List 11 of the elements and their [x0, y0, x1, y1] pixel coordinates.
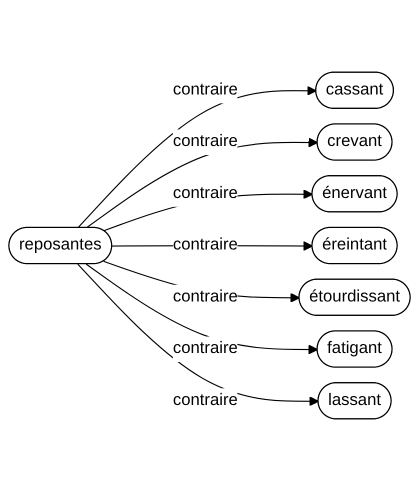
edge-label: contraire: [172, 132, 238, 151]
edge-label: contraire: [172, 338, 238, 358]
edge-label: contraire: [172, 80, 238, 99]
edge-label: contraire: [172, 235, 238, 254]
edge-label: contraire: [172, 183, 238, 202]
arrow: [77, 264, 320, 406]
arrow: [77, 86, 317, 228]
edge-label: contraire: [172, 286, 238, 306]
edge-label: contraire: [172, 390, 238, 410]
arrow: [86, 138, 318, 228]
arrow: [86, 264, 318, 354]
